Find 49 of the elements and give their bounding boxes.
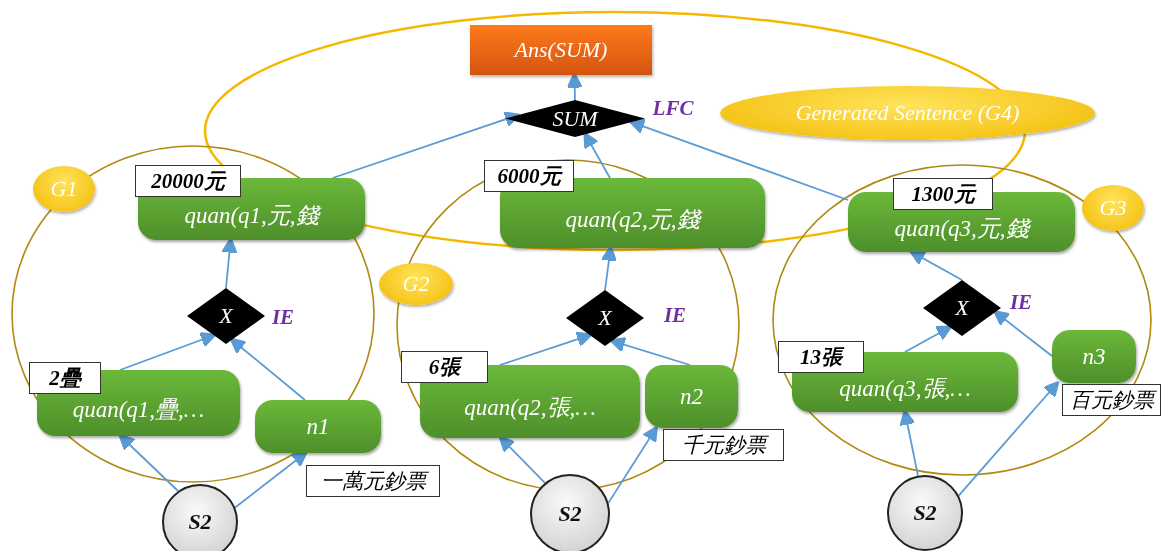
answer-box: Ans(SUM) — [470, 25, 652, 75]
quantity-tag: 2疊 — [29, 362, 101, 394]
entity-label: 一萬元鈔票 — [306, 465, 440, 497]
sentence-circle: S2 — [162, 484, 238, 551]
quantity-tag: 6000元 — [484, 160, 574, 192]
quantity-tag: 13張 — [778, 341, 864, 373]
group-badge: Generated Sentence (G4) — [720, 86, 1095, 140]
entity-label: 千元鈔票 — [663, 429, 784, 461]
operator-diamond: X — [566, 290, 644, 346]
arrow — [628, 118, 849, 201]
arrow — [583, 131, 611, 179]
arrow — [609, 336, 691, 366]
process-box: n1 — [255, 400, 381, 453]
group-badge: G1 — [33, 166, 95, 212]
arrow — [331, 111, 521, 179]
operator-label: IE — [1008, 288, 1034, 316]
operator-label: LFC — [651, 94, 695, 122]
group-badge: G3 — [1082, 185, 1144, 231]
arrow — [119, 332, 217, 371]
arrow — [993, 310, 1053, 357]
arrow — [904, 325, 953, 353]
arrow — [499, 331, 593, 366]
operator-diamond: X — [187, 288, 265, 344]
operator-diamond: X — [923, 280, 1001, 336]
quantity-tag: 6張 — [401, 351, 488, 383]
arrow — [607, 425, 658, 504]
sentence-circle: S2 — [887, 475, 963, 551]
node-label: quan(q1,疊,… — [72, 395, 205, 424]
sentence-circle: S2 — [530, 474, 610, 551]
process-box: n2 — [645, 365, 738, 428]
arrow — [118, 433, 179, 492]
operator-diamond: SUM — [505, 100, 645, 137]
arrow — [498, 435, 546, 484]
operator-label: IE — [662, 301, 688, 329]
arrow — [229, 337, 306, 401]
arrow — [234, 451, 308, 509]
group-badge: G2 — [379, 263, 453, 305]
quantity-tag: 20000元 — [135, 165, 241, 197]
arrow — [957, 380, 1060, 497]
arrow — [909, 250, 963, 281]
process-box: n3 — [1052, 330, 1136, 383]
arrow — [899, 409, 919, 477]
arrow — [600, 245, 617, 291]
node-label: quan(q2,張,… — [464, 394, 596, 422]
node-label: quan(q3,張,… — [839, 374, 971, 403]
operator-label: IE — [270, 303, 296, 331]
entity-label: 百元鈔票 — [1062, 384, 1161, 416]
arrow — [221, 237, 238, 289]
quantity-tag: 1300元 — [893, 178, 993, 210]
